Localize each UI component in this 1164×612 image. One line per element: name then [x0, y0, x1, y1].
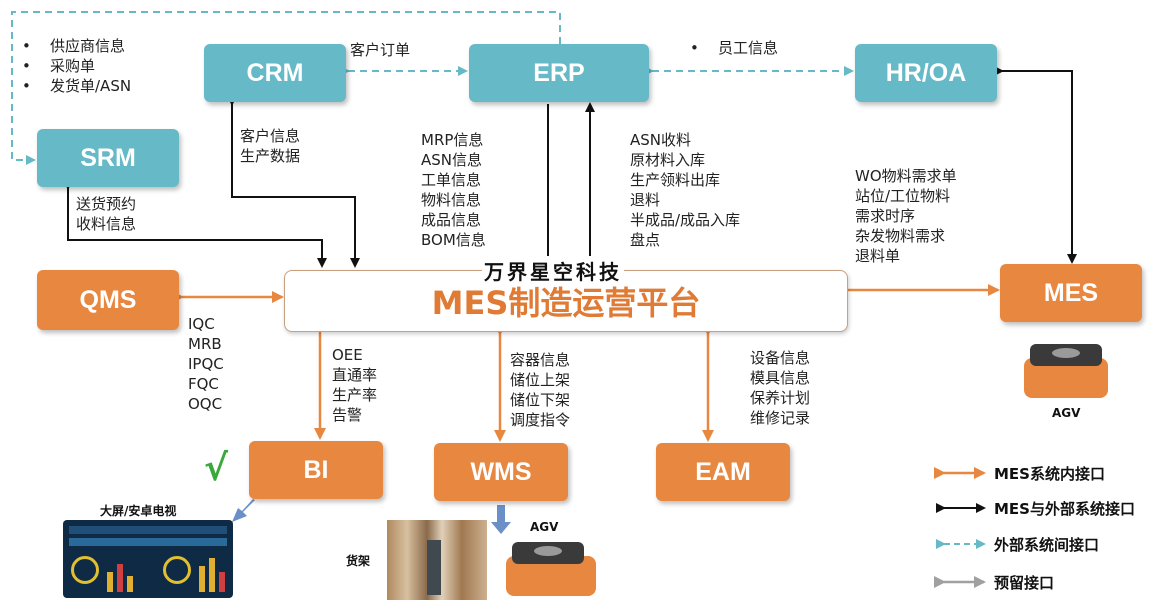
qms-labels: IQC MRB IPQC FQC OQC	[188, 314, 224, 414]
bi-labels: OEE 直通率 生产率 告警	[332, 345, 377, 425]
list-item: 调度指令	[510, 411, 571, 429]
list-item: MRP信息	[421, 131, 484, 149]
srm-mes-link	[63, 180, 327, 268]
list-item: MRB	[188, 335, 222, 353]
warehouse-shelf-image	[387, 520, 487, 600]
list-item: 设备信息	[750, 349, 811, 367]
list-item: 收料信息	[76, 215, 137, 233]
list-item: 客户信息	[240, 127, 301, 145]
list-item: 告警	[332, 406, 363, 424]
list-item: 成品信息	[421, 211, 482, 229]
list-item: 半成品/成品入库	[630, 211, 741, 229]
erp-down-labels: MRP信息 ASN信息 工单信息 物料信息 成品信息 BOM信息	[421, 130, 486, 250]
list-item: 储位上架	[510, 371, 571, 389]
list-item: 退料	[630, 191, 661, 209]
list-item: 维修记录	[750, 409, 811, 427]
legend-item-between: 外部系统间接口	[994, 536, 1100, 554]
agv-bottom-label: AGV	[530, 520, 559, 534]
hr-mes-labels: WO物料需求单 站位/工位物料 需求时序 杂发物料需求 退料单	[855, 166, 957, 266]
list-item: 盘点	[630, 231, 661, 249]
wms-labels: 容器信息 储位上架 储位下架 调度指令	[510, 350, 570, 430]
agv-right-label: AGV	[1052, 406, 1081, 420]
bi-screen-arrow	[232, 499, 255, 522]
shelf-label: 货架	[346, 554, 371, 568]
list-item: 生产数据	[240, 147, 301, 165]
list-item: 发货单/ASN	[22, 76, 131, 96]
hroa-box: HR/OA	[855, 44, 997, 102]
eam-labels: 设备信息 模具信息 保养计划 维修记录	[750, 348, 810, 428]
list-item: 容器信息	[510, 351, 571, 369]
eam-box: EAM	[656, 443, 790, 501]
agv-robot-icon	[506, 542, 596, 596]
srm-mes-labels: 送货预约 收料信息	[76, 194, 136, 234]
list-item: BOM信息	[421, 231, 486, 249]
list-item: 物料信息	[421, 191, 482, 209]
wms-agv-arrow	[491, 505, 511, 534]
list-item: 退料单	[855, 247, 901, 265]
list-item: WO物料需求单	[855, 167, 957, 185]
list-item: 供应商信息	[22, 36, 131, 56]
list-item: OQC	[188, 395, 223, 413]
qms-box: QMS	[37, 270, 179, 330]
list-item: ASN信息	[421, 151, 483, 169]
srm-box: SRM	[37, 129, 179, 187]
srm-bullet-list: 供应商信息 采购单 发货单/ASN	[22, 36, 131, 96]
hr-mes-link	[994, 66, 1077, 264]
list-item: IQC	[188, 315, 215, 333]
erp-up-labels: ASN收料 原材料入库 生产领料出库 退料 半成品/成品入库 盘点	[630, 130, 740, 250]
bi-box: BI	[249, 441, 383, 499]
erp-srm-dashed-link	[11, 11, 565, 165]
list-item: 直通率	[332, 366, 378, 384]
crm-mes-labels: 客户信息 生产数据	[240, 126, 300, 166]
legend-item-internal: MES系统内接口	[994, 465, 1105, 483]
mes-box: MES	[1000, 264, 1142, 322]
legend-item-reserved: 预留接口	[994, 574, 1055, 592]
list-item: 储位下架	[510, 391, 571, 409]
list-item: 站位/工位物料	[855, 187, 951, 205]
list-item: IPQC	[188, 355, 224, 373]
list-item: 模具信息	[750, 369, 811, 387]
list-item: 需求时序	[855, 207, 916, 225]
checkmark-icon: √	[204, 448, 229, 489]
dashboard-screen-icon	[63, 520, 233, 598]
list-item: 工单信息	[421, 171, 482, 189]
list-item: 原材料入库	[630, 151, 706, 169]
list-item: 员工信息	[690, 38, 778, 58]
list-item: 杂发物料需求	[855, 227, 946, 245]
list-item: OEE	[332, 346, 363, 364]
list-item: ASN收料	[630, 131, 692, 149]
platform-title: MES制造运营平台	[431, 284, 701, 322]
legend-item-external: MES与外部系统接口	[994, 500, 1135, 518]
wms-box: WMS	[434, 443, 568, 501]
list-item: 生产率	[332, 386, 378, 404]
erp-hr-bullet: 员工信息	[690, 38, 778, 58]
crm-box: CRM	[204, 44, 346, 102]
company-name: 万界星空科技	[482, 256, 624, 285]
crm-erp-label: 客户订单	[350, 41, 411, 59]
erp-box: ERP	[469, 44, 649, 102]
screen-label: 大屏/安卓电视	[100, 504, 177, 518]
agv-robot-icon	[1024, 344, 1108, 398]
list-item: 采购单	[22, 56, 131, 76]
list-item: 生产领料出库	[630, 171, 721, 189]
list-item: 送货预约	[76, 195, 137, 213]
list-item: 保养计划	[750, 389, 811, 407]
list-item: FQC	[188, 375, 219, 393]
